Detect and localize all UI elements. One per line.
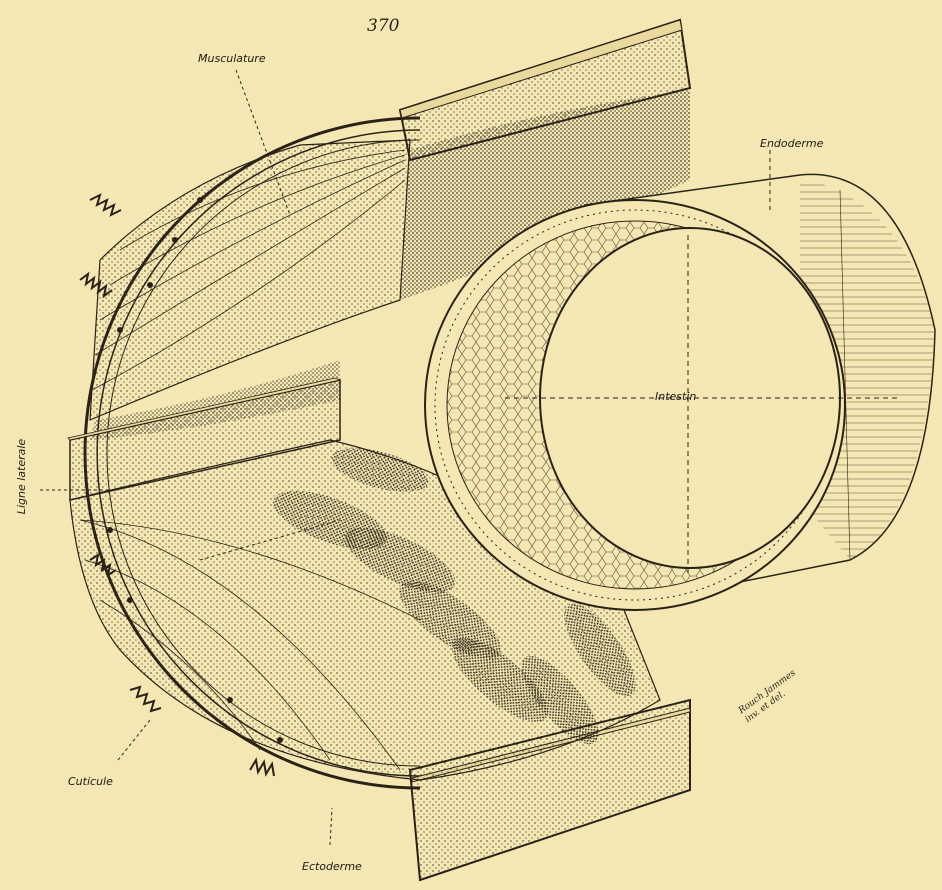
label-ligne-laterale: Ligne laterale <box>15 439 28 514</box>
page-number: 370 <box>367 16 399 36</box>
label-ectoderme: Ectoderme <box>302 860 362 873</box>
label-intestin: Intestin <box>655 390 696 403</box>
label-musculature: Musculature <box>198 52 266 65</box>
label-cuticule: Cuticule <box>68 775 113 788</box>
label-endoderme: Endoderme <box>760 137 823 150</box>
